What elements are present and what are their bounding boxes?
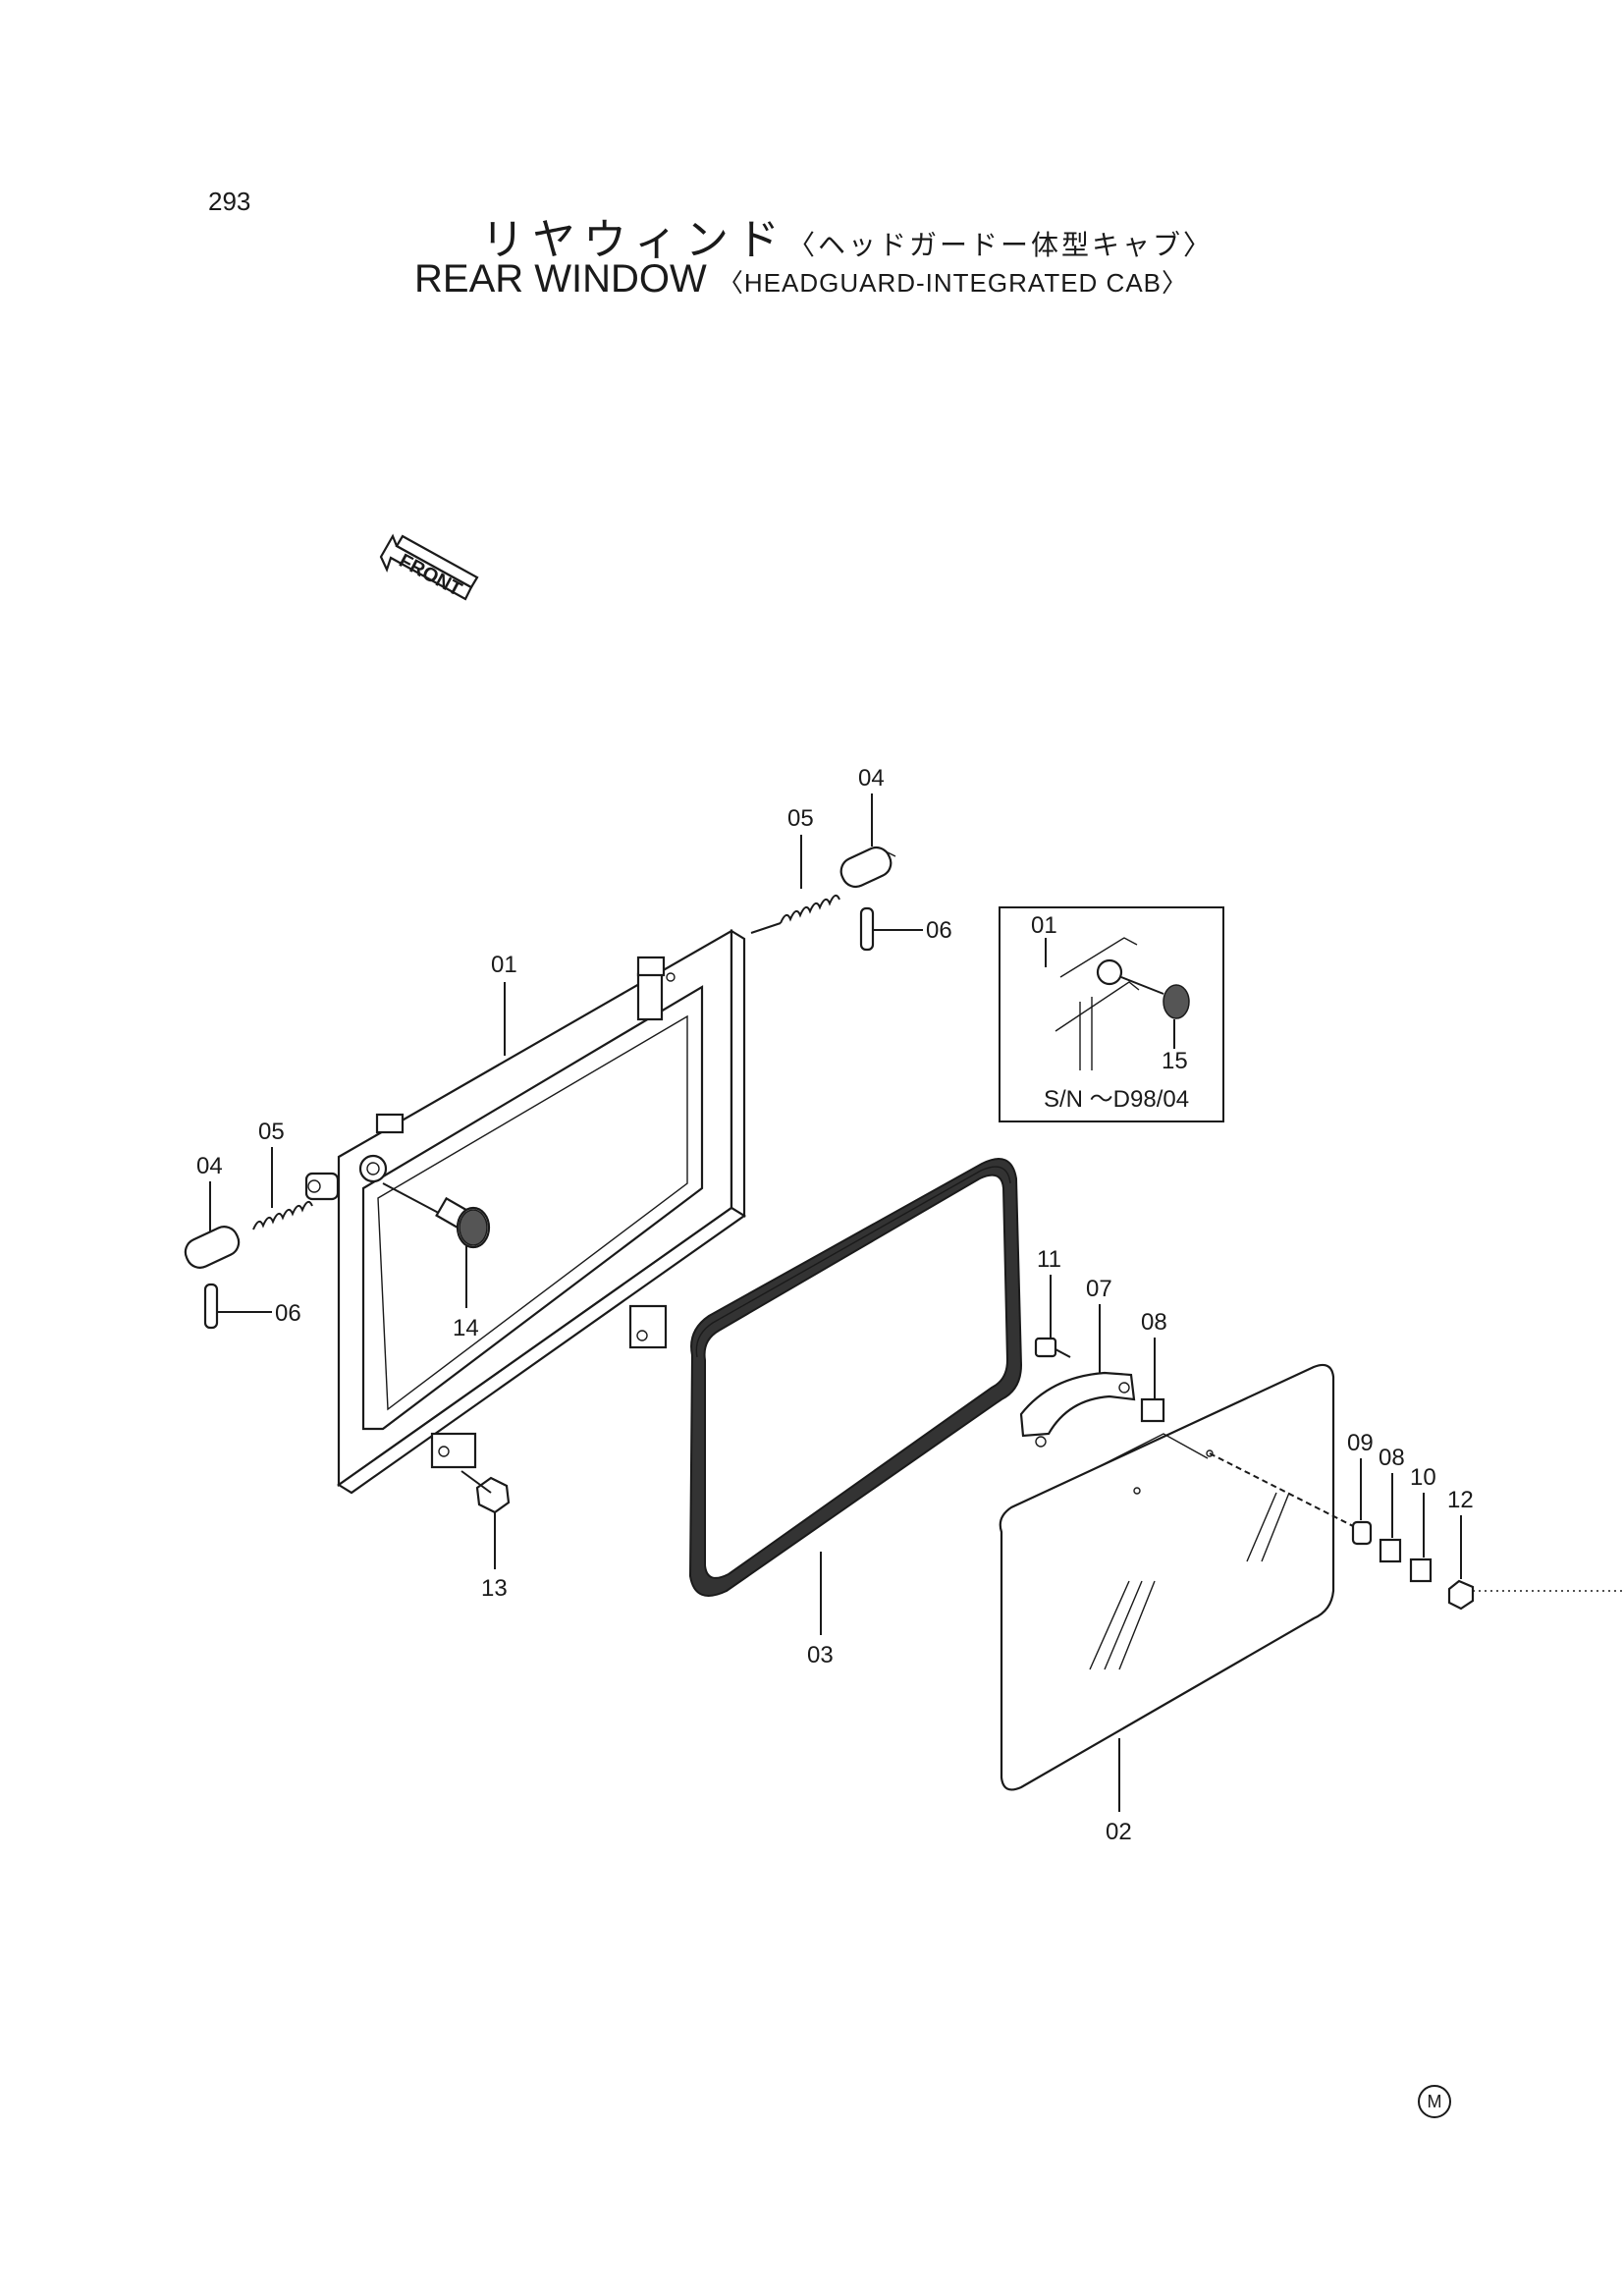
callout-04-top: 04 xyxy=(858,765,885,792)
callout-11: 11 xyxy=(1037,1246,1061,1273)
callout-02: 02 xyxy=(1106,1819,1132,1845)
callout-05-left: 05 xyxy=(258,1119,285,1145)
title-jp-main: リヤウィンド xyxy=(481,215,787,265)
callout-13: 13 xyxy=(481,1575,508,1602)
callouts: 01 04 05 06 05 04 06 14 13 03 11 07 xyxy=(196,765,1474,1845)
corner-mark: M xyxy=(1418,2085,1451,2118)
title-jp-sub: 〈ヘッドガードー体型キャブ〉 xyxy=(787,229,1215,261)
screw-11 xyxy=(1034,1337,1071,1358)
pin-06-left xyxy=(203,1283,219,1330)
callout-05-top: 05 xyxy=(787,805,814,832)
inset-detail: 01 15 S/N ～D98/04 xyxy=(999,906,1224,1122)
callout-10: 10 xyxy=(1410,1464,1436,1491)
cap-nut-12 xyxy=(1447,1579,1475,1611)
callout-15: 15 xyxy=(1162,1048,1188,1074)
title-english: REAR WINDOW 〈HEADGUARD-INTEGRATED CAB〉 xyxy=(414,257,1188,301)
title-en-sub: 〈HEADGUARD-INTEGRATED CAB〉 xyxy=(717,268,1188,298)
callout-06-top: 06 xyxy=(926,917,952,944)
page-number: 293 xyxy=(208,187,251,216)
plate-08-a xyxy=(1140,1397,1165,1423)
glass-02 xyxy=(999,1363,1356,1791)
callout-08-a: 08 xyxy=(1141,1309,1167,1336)
inset-note: S/N ～D98/04 xyxy=(1044,1086,1189,1113)
front-arrow: FRONT xyxy=(379,533,479,601)
plate-10 xyxy=(1409,1558,1433,1583)
knob-screw-14 xyxy=(382,1182,491,1249)
window-frame xyxy=(304,929,746,1495)
pin-04-top xyxy=(839,846,896,889)
title-japanese: リヤウィンド〈ヘッドガードー体型キャブ〉 xyxy=(481,204,1214,267)
plate-08-b xyxy=(1379,1538,1402,1563)
spring-05-left xyxy=(252,1200,313,1230)
nut-09 xyxy=(1351,1520,1373,1546)
bolt-13 xyxy=(460,1470,511,1514)
callout-04-left: 04 xyxy=(196,1153,223,1179)
callout-14: 14 xyxy=(453,1315,479,1341)
callout-01: 01 xyxy=(491,952,517,978)
callout-09: 09 xyxy=(1347,1430,1374,1456)
callout-12: 12 xyxy=(1447,1487,1474,1513)
handle-07 xyxy=(1019,1371,1136,1448)
weatherstrip xyxy=(688,1158,1023,1597)
spring-05-top xyxy=(750,894,840,934)
pin-04-left xyxy=(184,1226,241,1269)
callout-07: 07 xyxy=(1086,1276,1112,1302)
callout-01-inset: 01 xyxy=(1031,912,1057,939)
callout-03: 03 xyxy=(807,1642,834,1668)
callout-08-b: 08 xyxy=(1379,1445,1405,1471)
callout-06-left: 06 xyxy=(275,1300,301,1327)
pin-06-top xyxy=(859,906,875,952)
title-en-main: REAR WINDOW xyxy=(414,257,707,301)
